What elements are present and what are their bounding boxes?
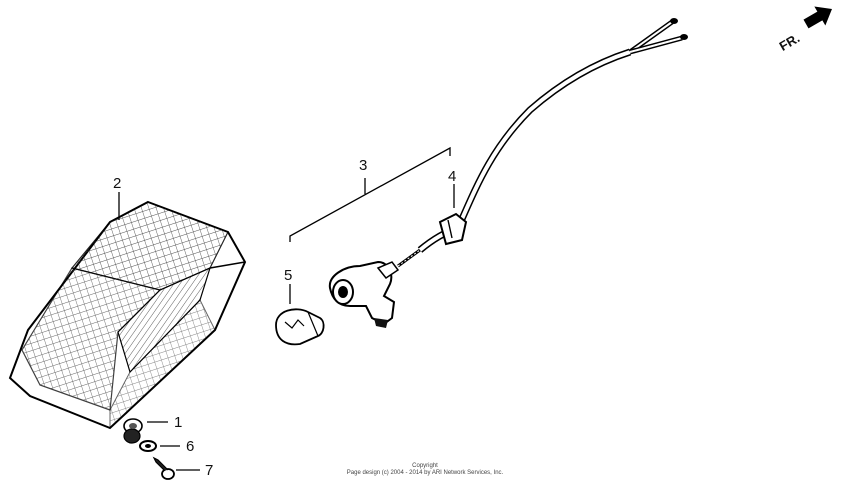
callout-4: 4 (448, 168, 456, 185)
callout-7: 7 (205, 462, 213, 479)
nut-part (123, 418, 143, 444)
washer-part (139, 440, 157, 452)
bulb-part (275, 308, 325, 346)
callout-1: 1 (174, 414, 182, 431)
callout-5: 5 (284, 267, 292, 284)
callout-2: 2 (113, 175, 121, 192)
socket-part (328, 248, 421, 328)
copyright-notice: Page design (c) 2004 - 2014 by ARI Netwo… (346, 470, 504, 476)
front-direction-arrow (803, 6, 832, 29)
callout-3: 3 (359, 157, 367, 174)
lens-part (8, 200, 247, 430)
wire-harness (417, 18, 688, 253)
copyright-label: Copyright (412, 463, 438, 469)
callout-6: 6 (186, 438, 194, 455)
front-direction-label: FR. (777, 30, 803, 53)
screw-part (152, 456, 175, 480)
